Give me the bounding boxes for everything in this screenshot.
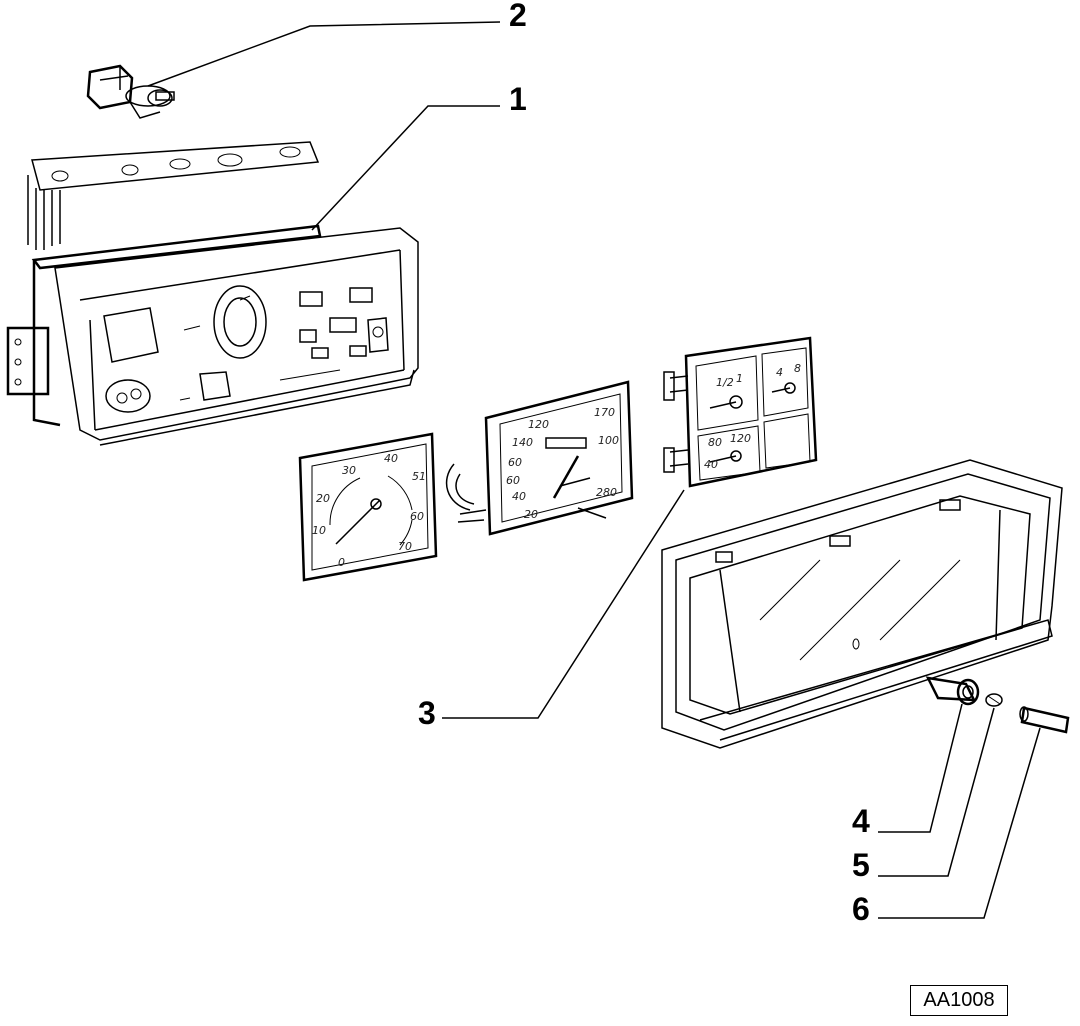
tachometer-dial: 30 40 20 51 10 60 0 70 xyxy=(298,432,438,582)
speedo-label: 100 xyxy=(598,434,619,447)
tach-label: 60 xyxy=(410,510,424,523)
tach-label: 40 xyxy=(384,452,398,465)
speedo-label: 140 xyxy=(512,436,533,449)
speedo-label: 60 xyxy=(508,456,522,469)
tach-label: 70 xyxy=(398,540,412,553)
speedo-label: 40 xyxy=(512,490,526,503)
gauge-label: 40 xyxy=(704,458,718,471)
gauge-label: 120 xyxy=(730,432,751,445)
callout-6: 6 xyxy=(852,891,870,927)
tach-label: 30 xyxy=(342,464,356,477)
callout-4: 4 xyxy=(852,803,870,839)
leader-lines xyxy=(147,21,1041,919)
speedo-label: 170 xyxy=(594,406,615,419)
speedo-label: 120 xyxy=(528,418,549,431)
mounting-bracket-strip xyxy=(27,141,320,250)
callout-3: 3 xyxy=(418,695,436,731)
callout-1: 1 xyxy=(509,81,527,117)
callout-2: 2 xyxy=(509,0,527,33)
part-6-pin xyxy=(1019,706,1070,734)
part-2-sensor xyxy=(86,64,175,119)
speedo-label: 20 xyxy=(524,508,538,521)
part-3-auxiliary-gauges: 1/2 1 4 8 80 120 40 xyxy=(663,336,818,488)
speedo-label: 280 xyxy=(596,486,617,499)
tach-label: 0 xyxy=(338,556,345,569)
tach-label: 20 xyxy=(316,492,330,505)
gauge-label: 80 xyxy=(708,436,722,449)
speedometer-dial: 120 140 170 100 60 60 40 20 280 xyxy=(445,380,634,536)
gauge-label: 4 xyxy=(776,366,783,379)
tach-label: 51 xyxy=(412,470,426,483)
part-1-instrument-housing xyxy=(6,224,419,446)
gauge-label: 1/2 xyxy=(716,376,734,389)
callout-5: 5 xyxy=(852,847,870,883)
part-5-bulb xyxy=(985,693,1003,707)
front-bezel-glass xyxy=(661,459,1063,749)
reference-code-box: AA1008 xyxy=(910,985,1008,1016)
gauge-label: 1 xyxy=(736,372,743,385)
part-4-bulb-holder xyxy=(925,676,980,706)
speedo-label: 60 xyxy=(506,474,520,487)
tach-label: 10 xyxy=(312,524,326,537)
gauge-label: 8 xyxy=(794,362,801,375)
